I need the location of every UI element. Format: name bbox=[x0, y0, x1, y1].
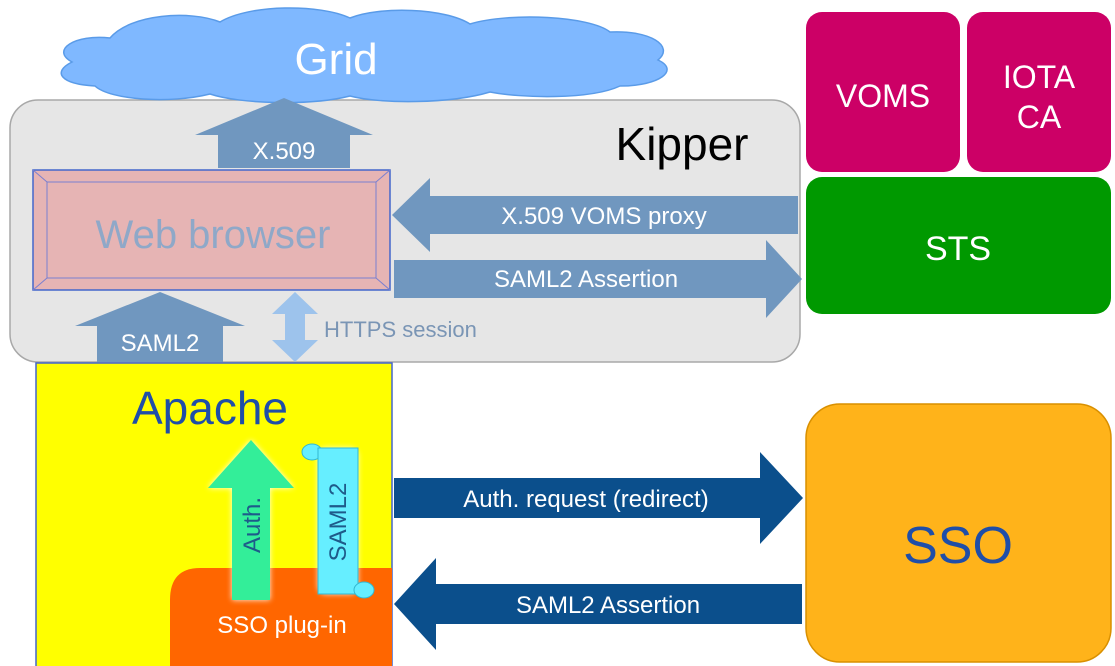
auth-request-arrow bbox=[394, 452, 803, 544]
voms-proxy-label: X.509 VOMS proxy bbox=[501, 203, 706, 230]
saml2-assertion-bottom-label: SAML2 Assertion bbox=[516, 592, 700, 619]
saml2-scroll-label: SAML2 bbox=[325, 483, 352, 562]
sts-label: STS bbox=[925, 230, 991, 268]
kipper-label: Kipper bbox=[616, 118, 749, 170]
iota-ca-line2: CA bbox=[1017, 99, 1062, 135]
saml2-assertion-bottom-arrow bbox=[394, 558, 802, 650]
x509-up-label: X.509 bbox=[253, 138, 316, 165]
saml2-assertion-top-label: SAML2 Assertion bbox=[494, 266, 678, 293]
sso-plugin-label: SSO plug-in bbox=[217, 612, 346, 639]
grid-cloud bbox=[60, 7, 668, 104]
iota-ca-line1: IOTA bbox=[1003, 59, 1076, 95]
saml2-up-arrow bbox=[75, 292, 245, 362]
saml2-assertion-top-arrow bbox=[394, 240, 802, 318]
https-session-arrow bbox=[272, 292, 318, 362]
x509-up-arrow bbox=[195, 98, 373, 168]
saml2-up-label: SAML2 bbox=[121, 330, 200, 357]
saml2-scroll bbox=[301, 443, 375, 599]
https-session-label: HTTPS session bbox=[324, 317, 477, 342]
auth-up-arrow bbox=[208, 440, 294, 600]
auth-request-label: Auth. request (redirect) bbox=[463, 486, 708, 513]
grid-label: Grid bbox=[294, 35, 377, 84]
voms-box bbox=[806, 12, 960, 172]
auth-up-label: Auth. bbox=[239, 497, 266, 553]
apache-label: Apache bbox=[132, 382, 288, 434]
sso-label: SSO bbox=[903, 517, 1013, 575]
iota-ca-box bbox=[967, 12, 1111, 172]
web-browser-box bbox=[32, 169, 391, 291]
voms-proxy-arrow bbox=[392, 178, 798, 252]
voms-label: VOMS bbox=[836, 78, 930, 114]
sso-box bbox=[805, 403, 1112, 663]
sts-box bbox=[806, 177, 1111, 314]
web-browser-label: Web browser bbox=[96, 213, 331, 257]
